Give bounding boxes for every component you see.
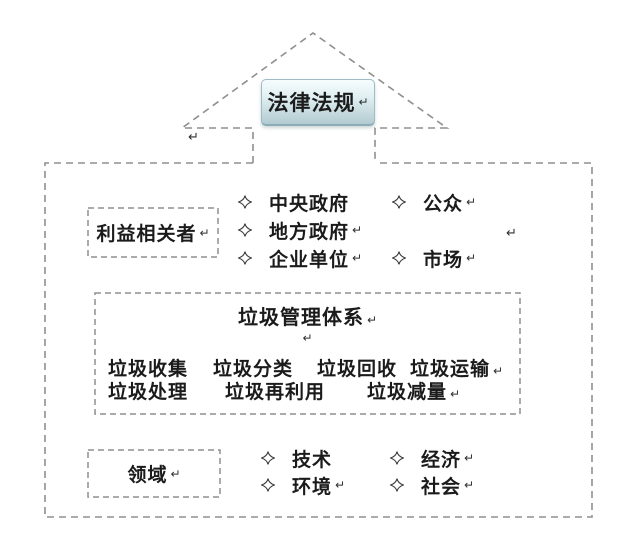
list-item-technology: 技术 <box>261 446 335 471</box>
stakeholders-label-border <box>87 207 219 258</box>
term-waste-transport: 垃圾运输↵ <box>410 354 503 381</box>
diamond-bullet-icon <box>390 478 404 492</box>
list-item-label: 社会 <box>421 475 462 498</box>
diamond-bullet-icon <box>261 478 275 492</box>
list-item-public: 公众↵ <box>392 190 477 215</box>
list-item-label: 环境 <box>292 475 333 498</box>
paragraph-mark: ↵ <box>466 251 477 265</box>
paragraph-mark: ↵ <box>188 130 199 145</box>
paragraph-mark: ↵ <box>450 387 461 401</box>
list-item-market: 市场↵ <box>392 246 477 271</box>
list-item-label: 市场 <box>423 248 464 271</box>
diamond-bullet-icon <box>238 223 252 237</box>
paragraph-mark: ↵ <box>199 225 210 240</box>
list-item-local-government: 地方政府↵ <box>238 218 363 243</box>
list-item-label: 公众 <box>423 192 464 215</box>
paragraph-mark: ↵ <box>302 331 313 345</box>
term-label: 垃圾回收 <box>317 358 398 380</box>
paragraph-mark: ↵ <box>506 226 517 241</box>
term-label: 垃圾减量 <box>367 381 448 403</box>
paragraph-mark: ↵ <box>466 195 477 209</box>
list-item-label: 技术 <box>292 448 333 471</box>
list-item-environment: 环境↵ <box>261 473 346 498</box>
diamond-bullet-icon <box>238 251 252 265</box>
list-item-label: 中央政府 <box>269 192 350 215</box>
term-label: 垃圾收集 <box>108 358 189 380</box>
paragraph-mark: ↵ <box>464 478 475 492</box>
diamond-bullet-icon <box>392 251 406 265</box>
stakeholders-label: 利益相关者↵ <box>88 208 218 257</box>
list-item-label: 企业单位 <box>269 248 350 271</box>
list-item-society: 社会↵ <box>390 473 475 498</box>
term-label: 垃圾运输 <box>410 358 491 380</box>
list-item-central-government: 中央政府 <box>238 190 352 215</box>
term-waste-reduction: 垃圾减量↵ <box>367 377 460 404</box>
fields-label-border <box>87 449 221 498</box>
paragraph-mark: ↵ <box>366 313 378 327</box>
term-waste-sorting: 垃圾分类 <box>213 354 296 381</box>
outer-container-border <box>44 162 593 518</box>
paragraph-mark: ↵ <box>352 223 363 237</box>
paragraph-mark: ↵ <box>493 364 504 378</box>
stakeholders-label-text: 利益相关者 <box>96 223 197 245</box>
paragraph-mark: ↵ <box>335 478 346 492</box>
diamond-bullet-icon <box>261 451 275 465</box>
term-waste-reuse: 垃圾再利用 <box>225 377 328 404</box>
term-waste-treatment: 垃圾处理 <box>108 377 191 404</box>
fields-label-text: 领域 <box>127 464 168 486</box>
list-item-economy: 经济↵ <box>390 446 475 471</box>
term-waste-collection: 垃圾收集 <box>108 354 191 381</box>
term-label: 垃圾再利用 <box>225 381 326 403</box>
system-box-border <box>94 292 521 415</box>
paragraph-mark: ↵ <box>352 251 363 265</box>
diamond-bullet-icon <box>390 451 404 465</box>
paragraph-mark: ↵ <box>170 466 181 481</box>
system-title: 垃圾管理体系↵ <box>95 301 520 330</box>
term-label: 垃圾处理 <box>108 381 189 403</box>
paragraph-mark: ↵ <box>358 95 369 109</box>
laws-regulations-label: 法律法规↵ <box>261 79 375 126</box>
paragraph-mark: ↵ <box>464 451 475 465</box>
fields-label: 领域↵ <box>88 450 220 497</box>
diamond-bullet-icon <box>392 195 406 209</box>
system-title-text: 垃圾管理体系 <box>237 305 364 329</box>
laws-regulations-text: 法律法规 <box>267 91 356 115</box>
list-item-label: 地方政府 <box>269 220 350 243</box>
diamond-bullet-icon <box>238 195 252 209</box>
term-waste-recycling: 垃圾回收 <box>317 354 400 381</box>
list-item-label: 经济 <box>421 448 462 471</box>
up-arrow-outline <box>179 32 450 163</box>
list-item-enterprise-units: 企业单位↵ <box>238 246 363 271</box>
term-label: 垃圾分类 <box>213 358 294 380</box>
